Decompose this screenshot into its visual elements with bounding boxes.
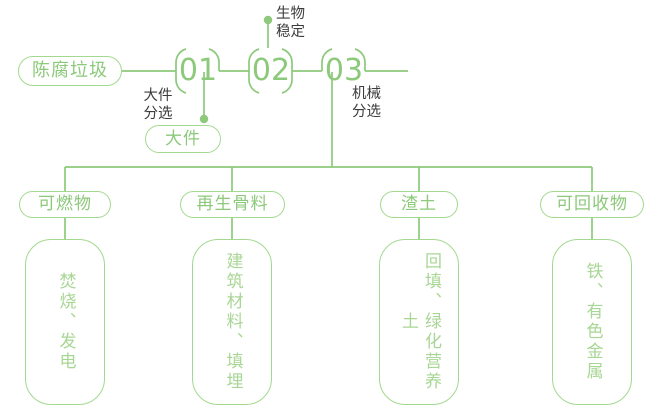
stage03-arc-upper-left [321,48,333,71]
stage-number-02[interactable]: 02 [250,54,292,88]
node-destination-3-label: 铁、有色金属 [582,262,603,382]
annotation-stage01-line2: 分选 [143,105,173,122]
annotation-stage02-line1: 生物 [276,6,305,22]
stage-number-01-label: 01 [178,53,218,88]
annotation-stage02: 生物 稳定 [276,6,332,44]
stage01-arc-lower-left [175,71,187,94]
annotation-stage02-line2: 稳定 [276,23,305,40]
stage03-arc-upper-right [354,48,366,71]
node-destination-1-label: 建筑材料、填埋 [222,252,243,392]
stage02-arc-upper-right [281,48,293,71]
stage01-arc-upper-left [175,48,187,71]
stage02-arc-lower-left [248,71,260,94]
node-category-2[interactable]: 渣土 [380,191,458,218]
annotation-stage03-line1: 机械 [352,86,381,102]
node-output-bulky-label: 大件 [165,128,201,149]
stage02-arc-lower-right [281,71,293,94]
node-category-3-label: 可回收物 [556,194,628,214]
node-destination-2-label: 回填、绿化营养土 [398,252,441,392]
node-category-2-label: 渣土 [401,194,437,214]
node-destination-2[interactable]: 回填、绿化营养土 [379,239,459,405]
stage-number-02-label: 02 [251,53,291,88]
stage02-arc-upper-left [248,48,260,71]
stage01-arc-upper-right [208,48,220,71]
dot-stage02-annotation [263,15,273,25]
node-destination-0[interactable]: 焚烧、发电 [25,239,105,405]
stage-number-03-label: 03 [324,53,364,88]
node-input-waste-label: 陈腐垃圾 [32,60,108,81]
node-category-3[interactable]: 可回收物 [540,191,644,218]
stage-number-03[interactable]: 03 [323,54,365,88]
node-category-1-label: 再生骨料 [196,194,269,214]
node-category-1[interactable]: 再生骨料 [180,191,285,218]
node-category-0[interactable]: 可燃物 [19,191,111,218]
node-input-waste[interactable]: 陈腐垃圾 [18,56,122,86]
annotation-stage01: 大件 分选 [130,88,186,126]
annotation-stage03: 机械 分选 [352,86,408,124]
stage-number-01[interactable]: 01 [177,54,219,88]
annotation-stage01-line1: 大件 [143,88,173,104]
node-destination-3[interactable]: 铁、有色金属 [552,239,632,405]
node-output-bulky[interactable]: 大件 [145,125,221,153]
node-destination-0-label: 焚烧、发电 [55,272,76,372]
node-destination-1[interactable]: 建筑材料、填埋 [192,239,272,405]
dot-stage01-annotation [199,114,209,124]
annotation-stage03-line2: 分选 [352,103,381,120]
node-category-0-label: 可燃物 [38,194,92,214]
